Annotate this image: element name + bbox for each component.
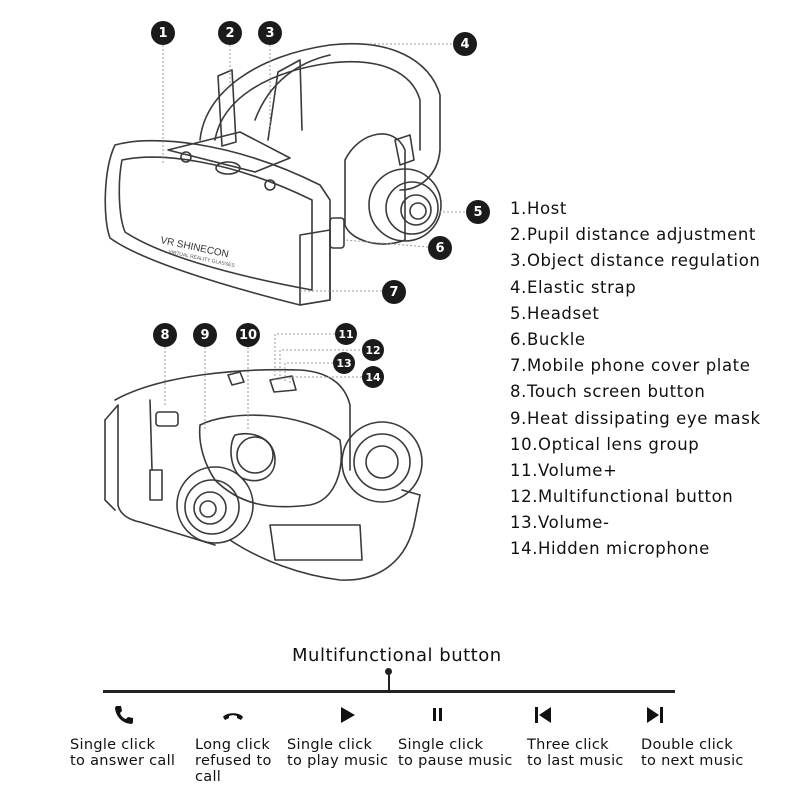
action-pause-music-line2: to pause music (398, 753, 513, 769)
part-object-distance-regulation: 3.Object distance regulation (510, 251, 761, 271)
leader-line-6 (344, 239, 429, 248)
leader-line-13 (284, 362, 333, 383)
callout-12: 12 (362, 339, 384, 361)
part-volume-up: 11.Volume+ (510, 460, 618, 480)
callout-6: 6 (428, 236, 452, 260)
part-mobile-phone-cover-plate: 7.Mobile phone cover plate (510, 356, 751, 376)
action-next-music: Double click to next music (641, 703, 771, 769)
action-answer-call: Single click to answer call (70, 703, 200, 769)
phone-hangup-icon (223, 713, 243, 720)
callout-4: 4 (453, 32, 477, 56)
part-hidden-microphone: 14.Hidden microphone (510, 539, 710, 559)
callout-5: 5 (466, 200, 490, 224)
action-refuse-call-line3: call (195, 769, 222, 785)
callout-1: 1 (151, 21, 175, 45)
leader-line-14 (289, 376, 362, 385)
multifunctional-timeline (103, 690, 675, 693)
action-refuse-call-line1: Long click (195, 737, 271, 753)
action-last-music-line1: Three click (527, 737, 609, 753)
callout-11: 11 (335, 323, 357, 345)
part-elastic-strap: 4.Elastic strap (510, 277, 637, 297)
callout-13: 13 (333, 352, 355, 374)
action-next-music-line1: Double click (641, 737, 733, 753)
multifunctional-title: Multifunctional button (292, 645, 502, 666)
part-multifunctional-button: 12.Multifunctional button (510, 487, 734, 507)
leader-line-11 (274, 333, 335, 380)
action-play-music-line1: Single click (287, 737, 373, 753)
callout-7: 7 (382, 280, 406, 304)
part-touch-screen-button: 8.Touch screen button (510, 382, 706, 402)
part-buckle: 6.Buckle (510, 329, 586, 349)
phone-answer-icon (115, 706, 133, 724)
action-refuse-call-line2: refused to (195, 753, 272, 769)
action-last-music: Three click to last music (527, 703, 657, 769)
pause-icon (433, 708, 442, 721)
next-track-icon (647, 707, 663, 723)
callout-3: 3 (258, 21, 282, 45)
multifunctional-pointer-stem (388, 670, 390, 692)
action-play-music-line2: to play music (287, 753, 389, 769)
action-pause-music: Single click to pause music (398, 703, 528, 769)
action-answer-call-line1: Single click (70, 737, 156, 753)
parts-list: 1.Host 2.Pupil distance adjustment 3.Obj… (510, 198, 761, 565)
action-refuse-call: Long click refused to call (195, 703, 325, 785)
action-pause-music-line1: Single click (398, 737, 484, 753)
front-view-headset (104, 43, 442, 306)
part-pupil-distance-adjustment: 2.Pupil distance adjustment (510, 225, 756, 245)
action-next-music-line2: to next music (641, 753, 744, 769)
part-optical-lens-group: 10.Optical lens group (510, 434, 700, 454)
callout-10: 10 (236, 323, 260, 347)
leader-line-12 (279, 349, 360, 382)
part-headset: 5.Headset (510, 303, 600, 323)
callout-2: 2 (218, 21, 242, 45)
action-last-music-line2: to last music (527, 753, 624, 769)
previous-track-icon (535, 707, 551, 723)
callout-14: 14 (362, 366, 384, 388)
part-volume-down: 13.Volume- (510, 513, 610, 533)
rear-view-headset (104, 368, 423, 581)
part-host: 1.Host (510, 199, 567, 218)
action-play-music: Single click to play music (287, 703, 417, 769)
callout-8: 8 (153, 323, 177, 347)
vr-headset-diagram: VR SHINECON VIRTUAL REALITY GLASSES (104, 43, 465, 581)
part-heat-dissipating-eye-mask: 9.Heat dissipating eye mask (510, 408, 761, 428)
action-answer-call-line2: to answer call (70, 753, 176, 769)
callout-9: 9 (193, 323, 217, 347)
play-icon (341, 707, 355, 723)
